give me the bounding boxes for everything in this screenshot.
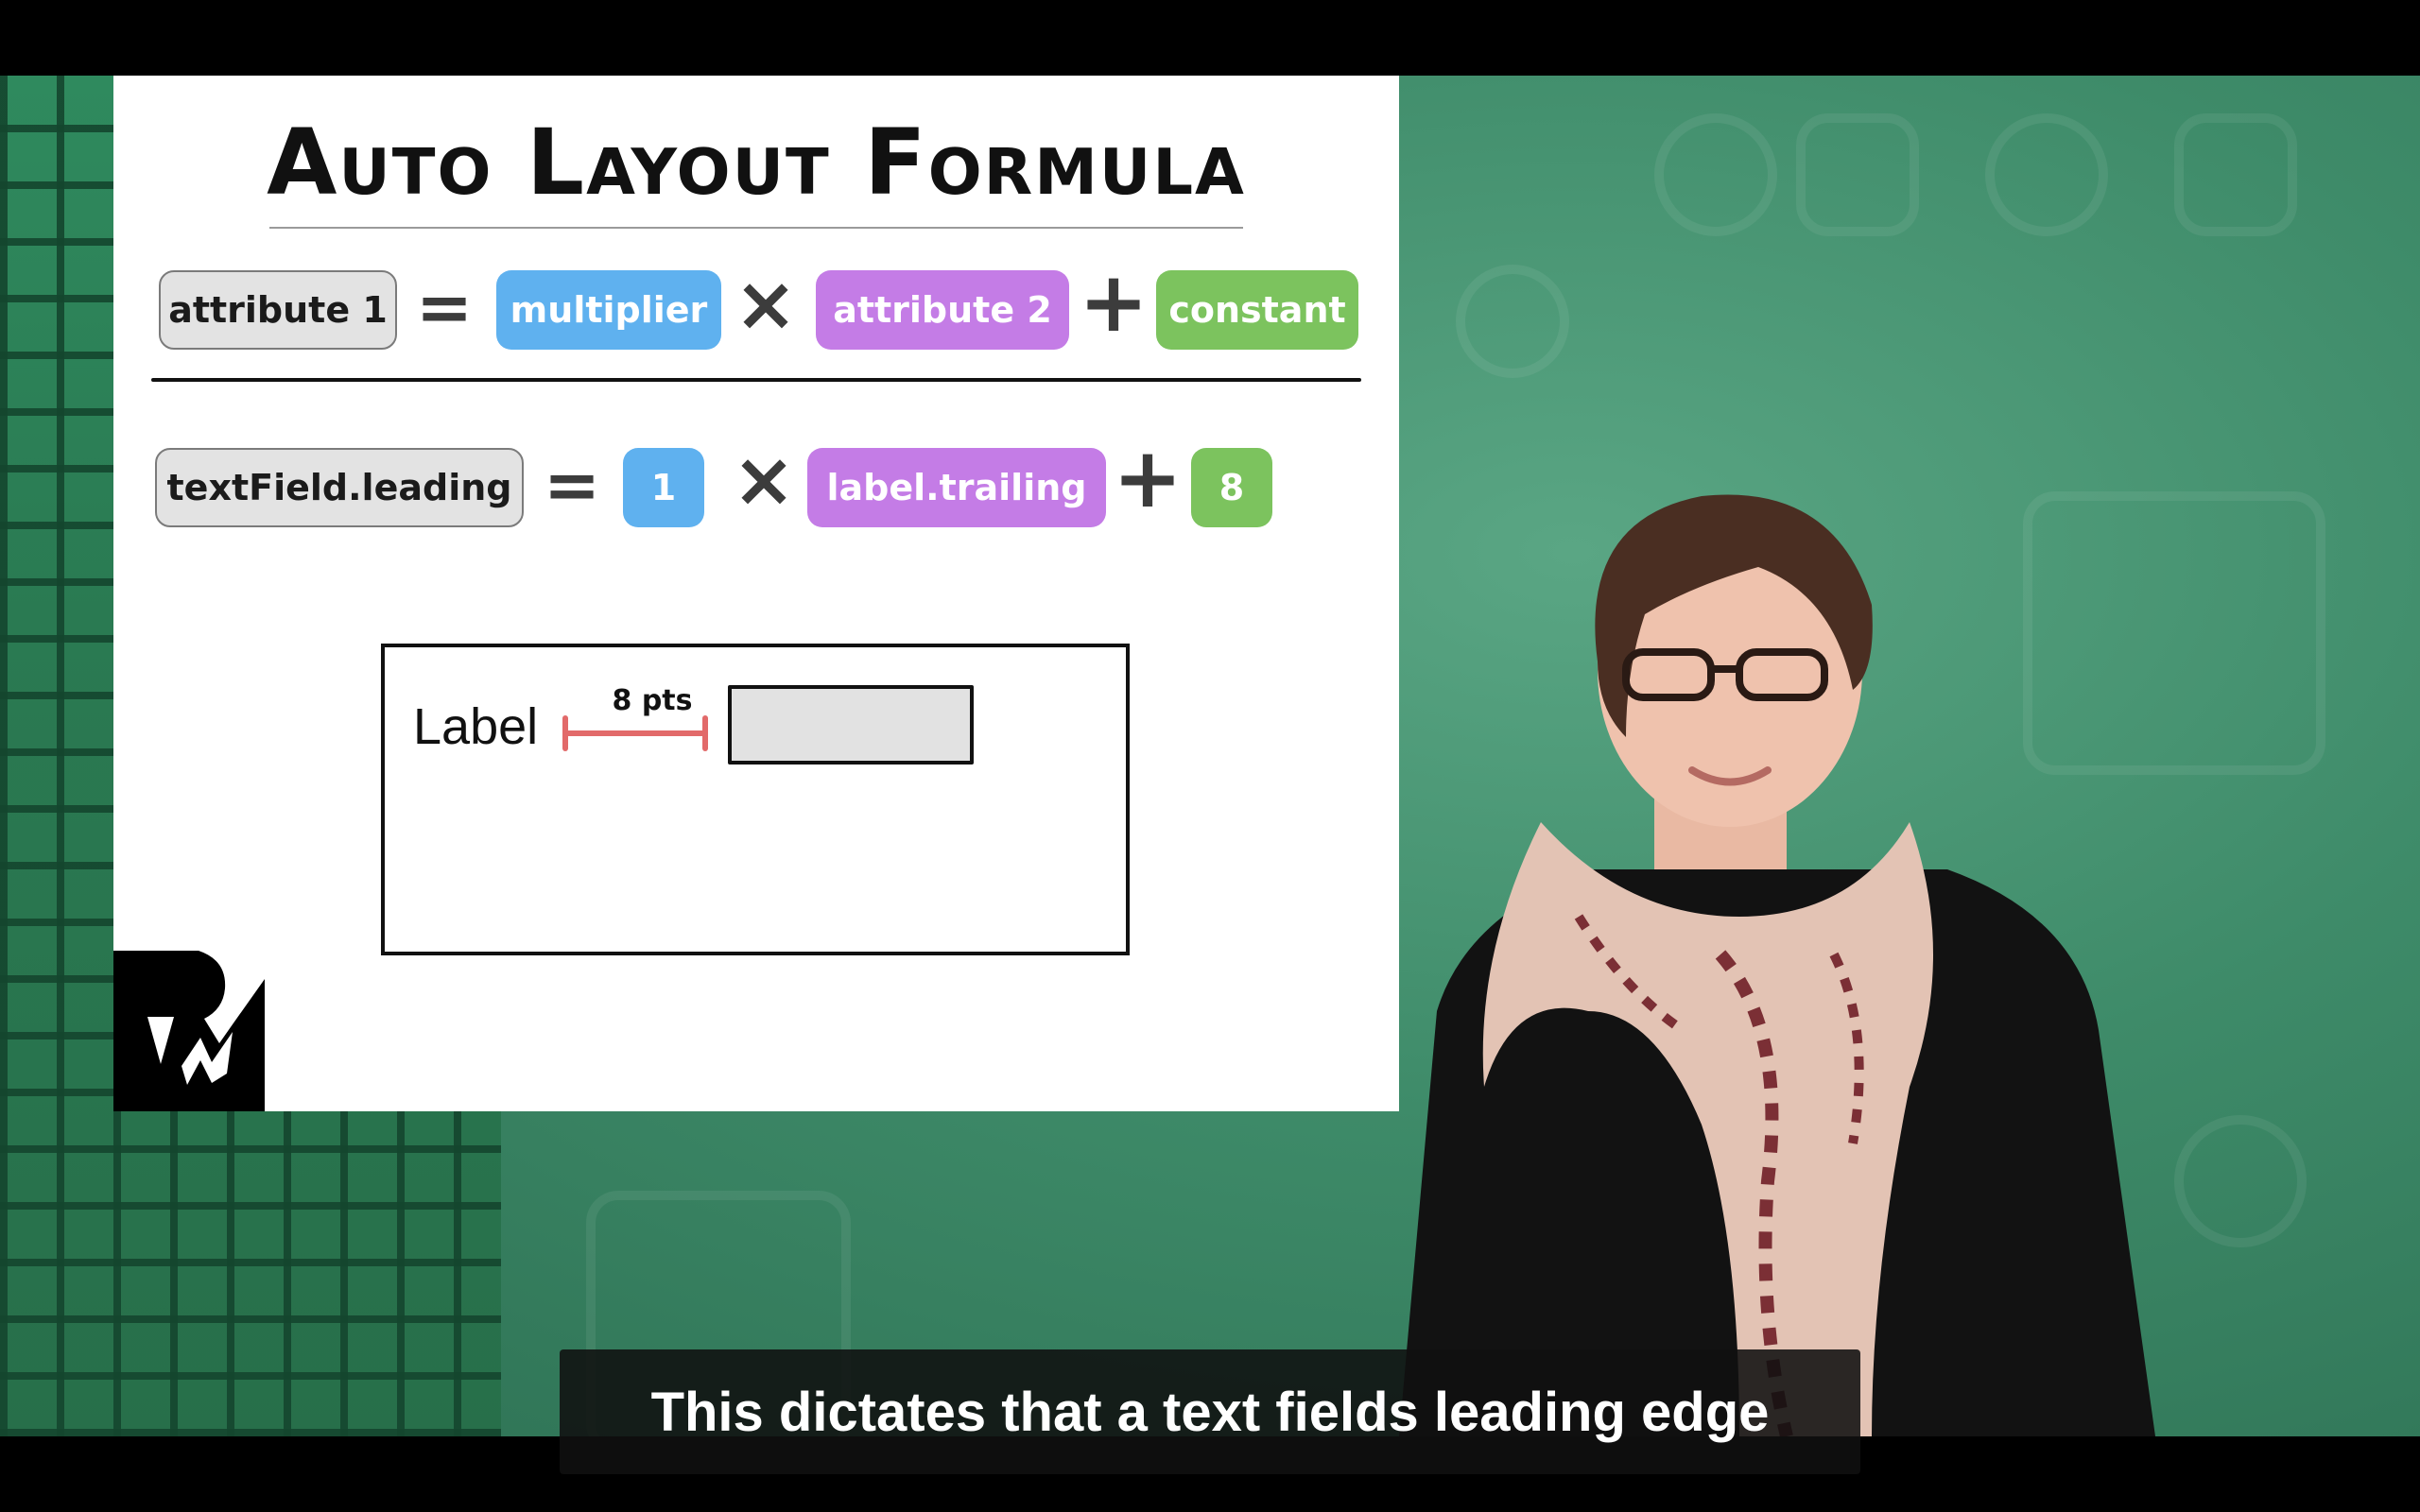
title-underline	[269, 227, 1243, 229]
diagram-text-field	[728, 685, 974, 765]
multiplier-pill: multiplier	[496, 270, 721, 350]
subtitle-caption: This dictates that a text fields leading…	[560, 1349, 1860, 1474]
constant-value-pill: 8	[1191, 448, 1272, 527]
attribute1-pill: attribute 1	[159, 270, 397, 350]
watermark-circle-icon	[1654, 113, 1777, 236]
label-trailing-pill: label.trailing	[807, 448, 1106, 527]
spacing-measure-icon	[562, 715, 708, 751]
watermark-circle-icon	[1456, 265, 1569, 378]
attribute2-pill: attribute 2	[816, 270, 1069, 350]
textfield-leading-pill: textField.leading	[155, 448, 524, 527]
plus-sign: +	[1113, 428, 1183, 526]
view-diagram	[381, 644, 1130, 955]
raywenderlich-logo-icon	[113, 951, 265, 1111]
watermark-square-icon	[2174, 113, 2297, 236]
plus-sign: +	[1079, 252, 1149, 351]
presenter-image	[1399, 494, 2155, 1436]
times-sign: ×	[734, 259, 798, 348]
constant-pill: constant	[1156, 270, 1358, 350]
spacing-label: 8 pts	[612, 684, 693, 717]
slide: Auto Layout Formula attribute 1 = multip…	[113, 76, 1399, 1111]
diagram-label-text: Label	[413, 698, 539, 755]
watermark-square-icon	[1796, 113, 1919, 236]
equals-sign: =	[543, 445, 601, 524]
multiplier-value-pill: 1	[623, 448, 704, 527]
watermark-circle-icon	[2174, 1115, 2307, 1247]
formula-divider	[151, 378, 1361, 382]
equals-sign: =	[415, 267, 474, 347]
watermark-square-icon	[586, 1191, 851, 1436]
watermark-circle-icon	[1985, 113, 2108, 236]
video-area: Auto Layout Formula attribute 1 = multip…	[0, 76, 2420, 1436]
watermark-square-icon	[2023, 491, 2325, 775]
times-sign: ×	[732, 435, 796, 524]
slide-title: Auto Layout Formula	[267, 110, 1246, 215]
